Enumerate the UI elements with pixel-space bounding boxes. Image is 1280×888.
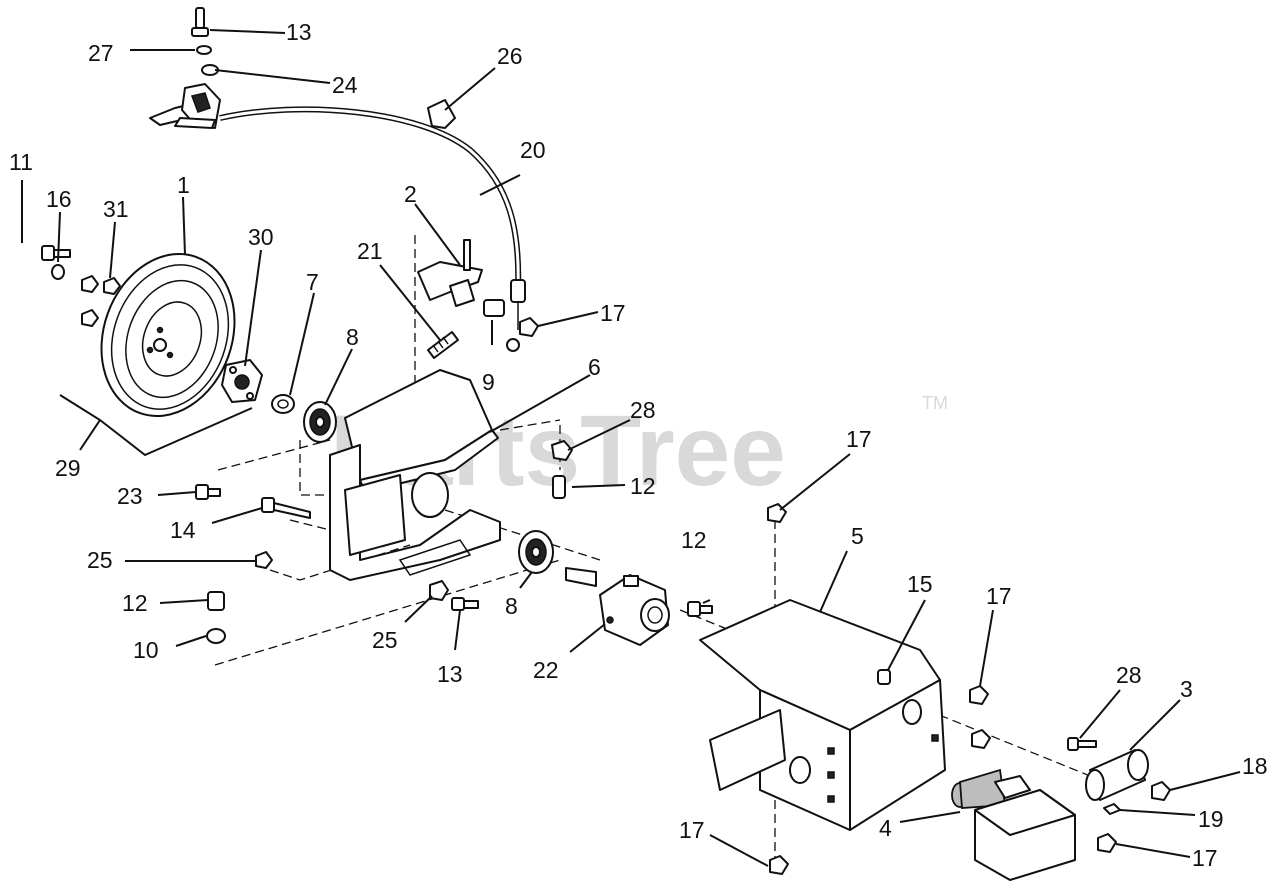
part-22-gearbox: [565, 567, 670, 646]
part-25-nut-lower: [429, 580, 449, 601]
part-8-bearing-lower: [518, 530, 554, 574]
part-1-pulley: [100, 252, 236, 418]
callout-2: 2: [404, 181, 417, 207]
callout-25-left: 25: [87, 547, 113, 573]
part-11-bolt: [41, 245, 71, 261]
callout-6: 6: [588, 354, 601, 380]
part-17-nut-bottom: [769, 855, 789, 875]
part-4-drive-unit: [951, 768, 1076, 881]
part-control-lever: [149, 83, 221, 129]
leader-lines: [21, 29, 1241, 867]
part-12-bolt-left: [207, 591, 225, 611]
part-16-washer: [51, 264, 65, 280]
part-21-spring: [427, 331, 459, 359]
callout-4: 4: [879, 815, 892, 841]
part-20-cable-end: [506, 279, 526, 352]
part-17-nut-side: [971, 729, 991, 749]
part-17-nut-right: [969, 685, 989, 705]
part-23-bolt: [195, 484, 221, 500]
callout-24: 24: [332, 72, 358, 98]
part-5-frame: [699, 599, 946, 831]
watermark-trademark: TM: [922, 393, 948, 413]
callout-17-top: 17: [846, 426, 872, 452]
callout-13-lower: 13: [437, 661, 463, 687]
part-20-cable-core: [219, 107, 520, 291]
callout-17-bottom: 17: [679, 817, 705, 843]
callout-28-upper: 28: [630, 397, 656, 423]
callout-26: 26: [497, 43, 523, 69]
part-17-nut-cable: [519, 317, 539, 337]
callout-14: 14: [170, 517, 196, 543]
callout-1: 1: [177, 172, 190, 198]
callout-11: 11: [9, 149, 33, 175]
callout-25-lower: 25: [372, 627, 398, 653]
part-10-washer: [206, 628, 226, 644]
callout-9: 9: [482, 369, 495, 395]
part-8-bearing-upper: [303, 401, 337, 443]
callout-15: 15: [907, 571, 933, 597]
part-13-bolt-lower: [451, 597, 479, 611]
callout-23: 23: [117, 483, 143, 509]
callout-13-top: 13: [286, 19, 312, 45]
callout-12-left: 12: [122, 590, 148, 616]
part-17-nut-corner: [1097, 833, 1117, 853]
part-28-bolt-right: [1067, 737, 1097, 751]
part-13-bolt-top: [191, 7, 209, 37]
callout-17-right: 17: [986, 583, 1012, 609]
part-19-key: [1103, 803, 1121, 815]
callout-17-corner: 17: [1192, 845, 1218, 871]
part-12-bolt-right: [687, 601, 713, 617]
part-30-hub: [221, 359, 263, 403]
callout-5: 5: [851, 523, 864, 549]
callout-7: 7: [306, 269, 319, 295]
callout-12-middle: 12: [630, 473, 656, 499]
callout-30: 30: [248, 224, 274, 250]
callout-18: 18: [1242, 753, 1268, 779]
callout-21: 21: [357, 238, 383, 264]
part-3-sleeve: [1085, 749, 1149, 801]
callout-16: 16: [46, 186, 72, 212]
callout-labels: 13 27 24 26 20 11 16 31 1 30 7 2 21 17 8…: [9, 19, 1268, 871]
part-7-spacer: [271, 394, 295, 414]
part-14-bolt: [261, 497, 311, 519]
callout-27: 27: [88, 40, 114, 66]
part-18-nut: [1151, 781, 1171, 801]
callout-20: 20: [520, 137, 546, 163]
callout-29: 29: [55, 455, 81, 481]
part-2-bracket: [417, 239, 483, 307]
callout-17-cable: 17: [600, 300, 626, 326]
part-25-nut-left: [255, 551, 273, 569]
callout-22: 22: [533, 657, 559, 683]
part-6-side-plate: [329, 369, 501, 581]
callout-10: 10: [133, 637, 159, 663]
callout-8-upper: 8: [346, 324, 359, 350]
callout-12-right: 12: [681, 527, 707, 553]
callout-28-right: 28: [1116, 662, 1142, 688]
part-15-pin: [877, 669, 891, 685]
part-12-bolt-middle: [552, 475, 566, 499]
callout-31: 31: [103, 196, 129, 222]
part-27-washer: [196, 45, 212, 55]
part-31-nuts: [81, 275, 121, 327]
callout-19: 19: [1198, 806, 1224, 832]
callout-8-lower: 8: [505, 593, 518, 619]
part-28-nut-upper: [551, 440, 573, 461]
callout-3: 3: [1180, 676, 1193, 702]
part-9-pin: [483, 299, 505, 317]
